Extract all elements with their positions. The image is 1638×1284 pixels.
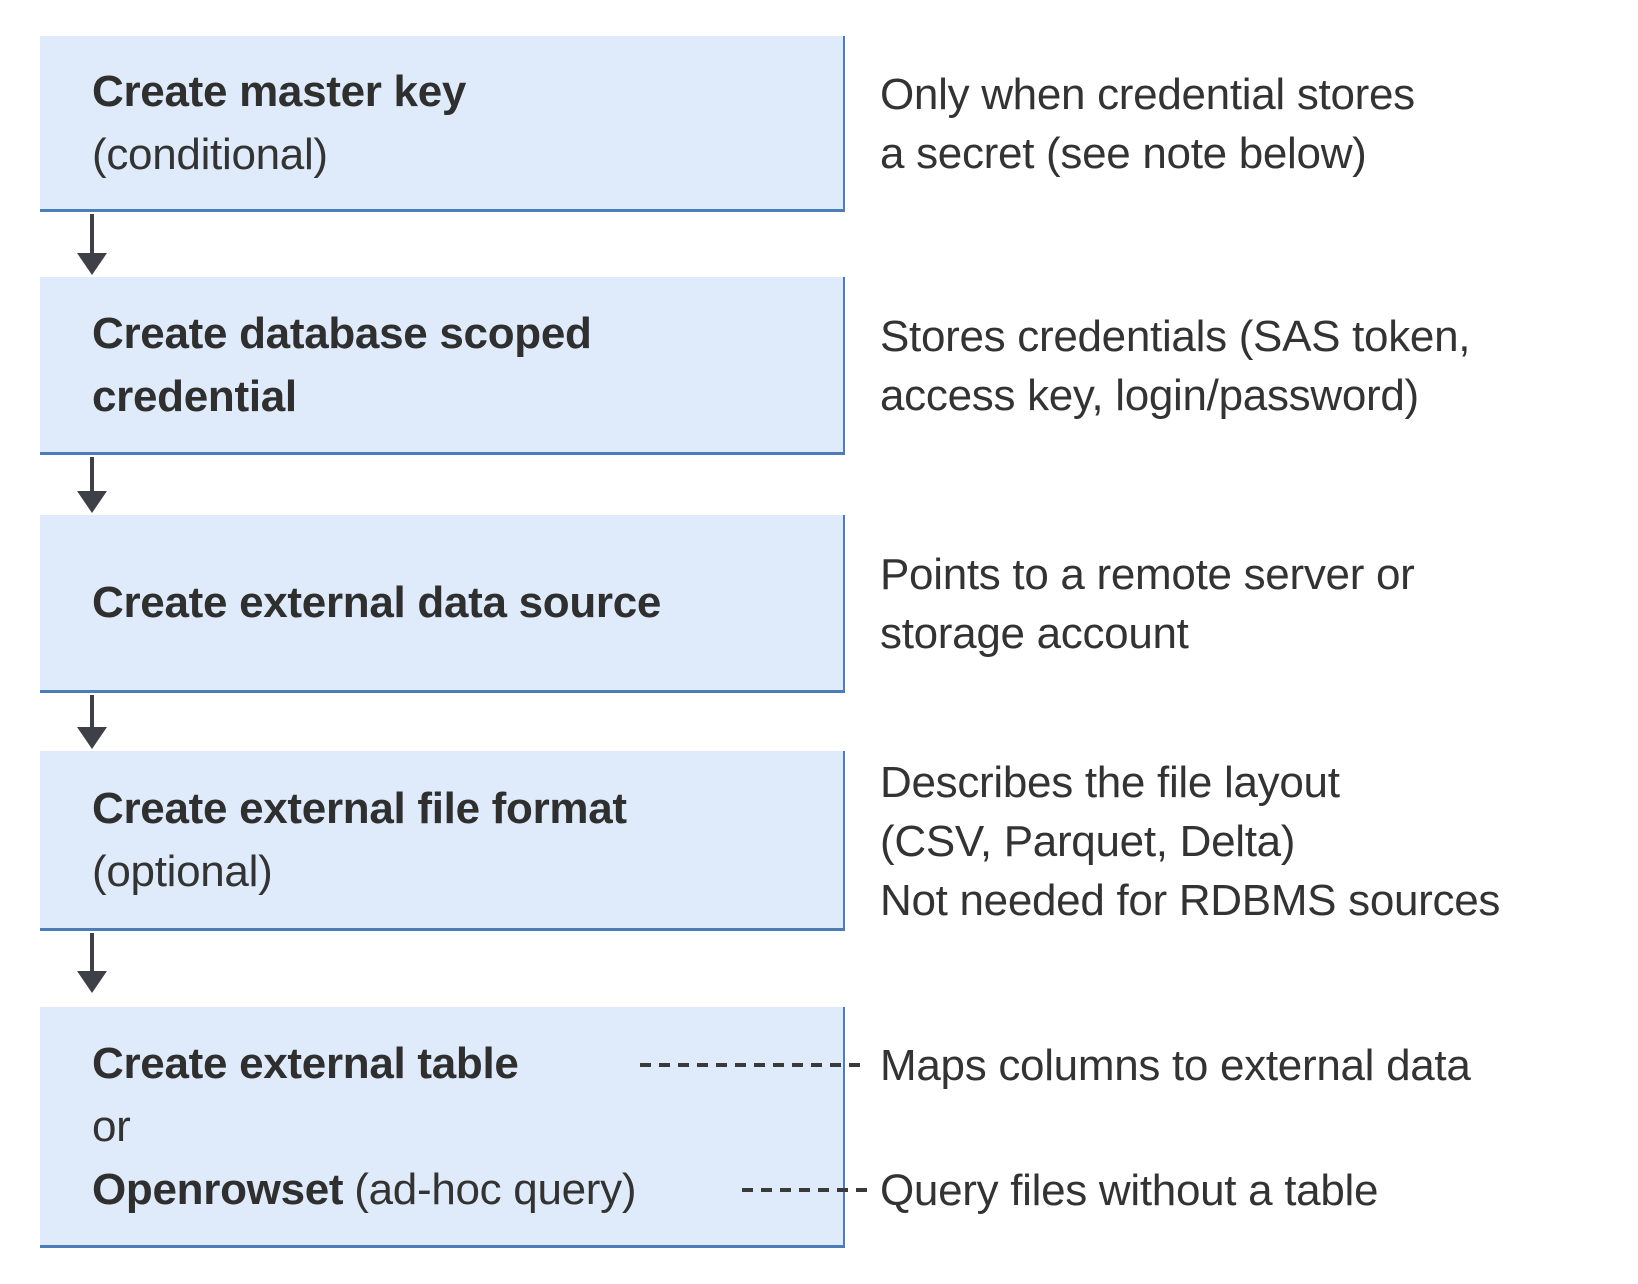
step-subtitle: (conditional) <box>92 129 328 179</box>
annotation-line: Not needed for RDBMS sources <box>880 875 1501 925</box>
annotation-line: Query files without a table <box>880 1165 1379 1215</box>
step-subtitle: (optional) <box>92 846 273 896</box>
step-title: Create master key <box>92 66 467 116</box>
step-title-line2: credential <box>92 371 297 421</box>
down-arrow-icon <box>90 457 94 491</box>
down-arrow-icon <box>90 695 94 727</box>
down-arrow-icon <box>90 933 94 971</box>
annotation-line: storage account <box>880 609 1189 658</box>
annotation-line: Stores credentials (SAS token, <box>880 312 1471 361</box>
step-title: Create external table <box>92 1038 519 1088</box>
annotation-master-key: Only when credential stores a secret (se… <box>880 36 1415 212</box>
step-title: Create external data source <box>92 578 662 627</box>
annotation-line: Maps columns to external data <box>880 1040 1471 1090</box>
annotation-database-scoped-credential: Stores credentials (SAS token, access ke… <box>880 277 1470 455</box>
step-box-create-database-scoped-credential: Create database scoped credential <box>40 277 845 455</box>
step-or-label: or <box>92 1101 131 1151</box>
annotation-openrowset: Query files without a table <box>880 1160 1378 1220</box>
step-title: Create database scoped <box>92 308 592 358</box>
step-box-create-external-file-format: Create external file format (optional) <box>40 751 845 931</box>
dashed-connector-external-table <box>640 1063 868 1067</box>
step-box-create-master-key: Create master key (conditional) <box>40 36 845 212</box>
annotation-external-data-source: Points to a remote server or storage acc… <box>880 515 1415 693</box>
annotation-line: Points to a remote server or <box>880 550 1415 599</box>
step-title: Create external file format <box>92 783 627 833</box>
annotation-line: a secret (see note below) <box>880 129 1367 178</box>
openrowset-label: Openrowset <box>92 1164 344 1214</box>
step-box-create-external-data-source: Create external data source <box>40 515 845 693</box>
annotation-line: access key, login/password) <box>880 371 1419 420</box>
dashed-connector-openrowset <box>742 1188 868 1192</box>
annotation-line: Describes the file layout <box>880 757 1340 807</box>
step-title-line3: Openrowset(ad-hoc query) <box>92 1158 843 1221</box>
down-arrow-icon <box>90 214 94 253</box>
annotation-external-table: Maps columns to external data <box>880 1035 1471 1095</box>
annotation-external-file-format: Describes the file layout (CSV, Parquet,… <box>880 751 1500 931</box>
step-box-create-external-table-or-openrowset: Create external table or Openrowset(ad-h… <box>40 1007 845 1248</box>
adhoc-query-label: (ad-hoc query) <box>354 1164 637 1214</box>
annotation-line: Only when credential stores <box>880 70 1415 119</box>
annotation-line: (CSV, Parquet, Delta) <box>880 816 1296 866</box>
